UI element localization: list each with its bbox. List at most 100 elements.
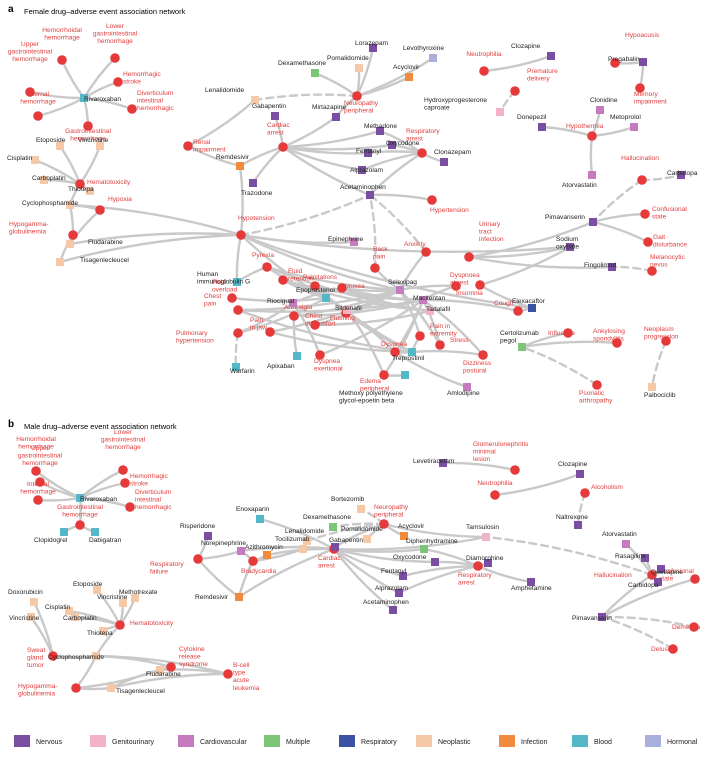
drug-square (566, 243, 574, 251)
drug-node: Tocilizumab (275, 536, 310, 553)
adverse-event-label: Hypertension (430, 207, 469, 214)
adverse-event-dot (415, 331, 425, 341)
adverse-event-node: Cough (494, 300, 523, 316)
legend-swatch (14, 735, 30, 747)
association-edge (398, 288, 442, 347)
association-edge (291, 301, 322, 357)
association-edge (467, 220, 595, 259)
drug-label: Vincristine (97, 594, 128, 601)
adverse-event-dot (31, 466, 41, 476)
drug-node: Fentanyl (356, 148, 382, 157)
drug-label: Acetaminophen (340, 184, 386, 191)
adverse-event-node: Nausea (337, 283, 365, 293)
adverse-event-dot (637, 175, 647, 185)
panel-letter: b (8, 419, 14, 430)
association-edge (591, 220, 650, 244)
adverse-event-node: Bradycardia (241, 556, 277, 575)
drug-square (299, 545, 307, 553)
association-edge (397, 564, 480, 595)
adverse-event-node: Anxiety (404, 241, 431, 257)
drug-node: Diphenhydramine (406, 538, 458, 553)
drug-label: Tamsulosin (466, 524, 499, 531)
drug-label: Thiotepa (68, 186, 94, 193)
drug-square (56, 142, 64, 150)
adverse-event-dot (510, 86, 520, 96)
adverse-event-dot (643, 237, 653, 247)
drug-node: Gabapentin (252, 103, 286, 120)
adverse-event-dot (57, 55, 67, 65)
drug-label: Enoxaparin (236, 506, 270, 513)
drug-label: Remdesivir (195, 594, 229, 601)
drug-label: Clozapine (511, 43, 541, 50)
adverse-event-dot (278, 142, 288, 152)
legend-label: Infection (521, 739, 548, 746)
adverse-event-dot (475, 280, 485, 290)
adverse-event-label: Stress (450, 337, 469, 344)
legend-item: Neoplastic (416, 735, 471, 747)
legend-label: Cardiovascular (200, 739, 247, 746)
adverse-event-node: Hematotoxicity (75, 179, 131, 189)
drug-node: Cisplatin (45, 604, 73, 615)
association-edge (292, 314, 299, 358)
drug-square (357, 505, 365, 513)
association-edge (109, 672, 230, 690)
drug-node: Cyclophosphamide (22, 200, 78, 209)
drug-node: Cyclophosphamide (48, 652, 104, 661)
adverse-event-dot (83, 121, 93, 131)
drug-label: Fludarabine (88, 239, 123, 246)
association-edge (368, 193, 377, 270)
adverse-event-label: Dementia (672, 624, 701, 631)
drug-square (405, 73, 413, 81)
association-edge (313, 71, 359, 98)
adverse-event-dot (233, 328, 243, 338)
adverse-event-dot (33, 111, 43, 121)
adverse-event-dot (640, 209, 650, 219)
adverse-event-node: Arthralgia (284, 304, 313, 321)
drug-square (156, 666, 164, 674)
adverse-event-node: Hypoxia (95, 196, 132, 215)
adverse-event-dot (310, 320, 320, 330)
adverse-event-dot (120, 478, 130, 488)
drug-square (60, 528, 68, 536)
drug-square (66, 201, 74, 209)
drug-label: Lenalidomide (285, 528, 325, 535)
association-edge (36, 496, 82, 502)
drug-square (233, 278, 241, 286)
adverse-event-node: Hypoacusis (610, 32, 660, 68)
association-edge (186, 98, 257, 148)
drug-square (350, 238, 358, 246)
drug-node: Thiotepa (87, 627, 113, 637)
drug-square (426, 307, 434, 315)
drug-square (66, 240, 74, 248)
drug-label: Bortezomib (331, 496, 365, 503)
adverse-event-dot (118, 465, 128, 475)
adverse-event-label: Hypothermia (566, 123, 604, 130)
association-edge (281, 278, 432, 313)
drug-node: Apixaban (267, 352, 301, 370)
drug-square (596, 106, 604, 114)
drug-node: Rivaroxaban (80, 94, 121, 103)
drug-label: Alprazolam (375, 585, 408, 592)
adverse-event-dot (265, 327, 275, 337)
drug-square (419, 296, 427, 304)
adverse-event-node: Hypothermia (566, 123, 604, 141)
drug-label: Clonidine (590, 97, 618, 104)
